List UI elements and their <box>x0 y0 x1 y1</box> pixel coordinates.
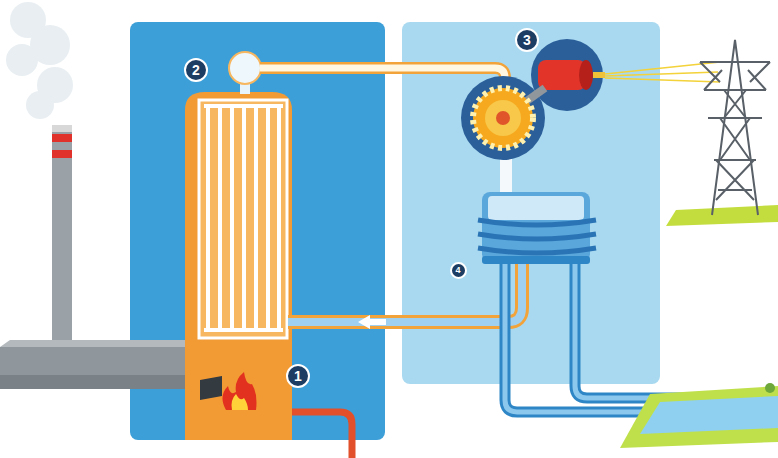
callout-text: 4 <box>455 266 460 275</box>
turbine-panel <box>402 22 660 384</box>
callout-text: 2 <box>192 63 200 77</box>
cooling-pipe-outline <box>505 262 690 412</box>
generator <box>531 39 720 111</box>
pylon-legs <box>712 40 758 215</box>
building-roof <box>0 340 210 347</box>
cooling-pipes <box>505 262 710 412</box>
boiler-tube <box>208 106 279 330</box>
chimney-stack <box>52 125 72 347</box>
callout-number: 2 <box>184 58 208 82</box>
boiler-header <box>204 106 283 330</box>
cooling-pipe-outline <box>575 262 710 398</box>
turbine <box>461 76 545 160</box>
smoke-puff <box>6 44 38 76</box>
coil <box>478 234 596 239</box>
chimney-stripe <box>52 134 72 142</box>
cooling-pipe <box>575 262 710 398</box>
river-bank <box>620 386 778 448</box>
turbine-housing <box>461 76 545 160</box>
callout-number: 4 <box>450 262 467 279</box>
callout-number: 1 <box>286 364 310 388</box>
bush <box>765 383 775 393</box>
building-front <box>0 347 200 389</box>
chimney <box>52 125 72 347</box>
turbine-hub <box>485 100 521 136</box>
flame-core <box>232 394 249 410</box>
boiler-shell <box>185 92 292 440</box>
coil <box>478 248 596 253</box>
return-pipe <box>288 262 522 322</box>
pylon-insulators <box>700 62 770 90</box>
callout-number: 3 <box>515 28 539 52</box>
condenser-coils <box>478 220 596 253</box>
building-base <box>0 375 200 389</box>
pylon-frame <box>700 40 770 215</box>
drum <box>229 52 261 84</box>
flow-arrow <box>358 315 386 329</box>
pylon-bracing <box>716 90 754 200</box>
turbine-rotor <box>473 88 533 148</box>
return-pipe-outline <box>288 262 522 322</box>
coil <box>478 220 596 225</box>
fuel-pipe <box>292 412 352 458</box>
generator-end <box>579 60 593 90</box>
building <box>0 340 210 389</box>
turbine-core <box>496 111 510 125</box>
condenser-steam <box>488 196 584 220</box>
callout-text: 1 <box>294 369 302 383</box>
pylon-ground <box>666 205 778 226</box>
steam-drum <box>229 52 261 94</box>
terminal <box>593 72 605 78</box>
callout-text: 3 <box>523 33 531 47</box>
smoke <box>6 2 73 119</box>
boiler-tubes <box>204 106 283 330</box>
condenser-base <box>482 256 590 264</box>
flame <box>222 372 256 410</box>
fuel-hopper <box>200 376 222 400</box>
boiler-tube-bank <box>199 100 287 338</box>
pylon-arms <box>700 62 770 190</box>
generator-rotor <box>538 60 586 90</box>
chimney-top <box>52 125 72 132</box>
chimney-stripe <box>52 150 72 158</box>
smoke-puff <box>26 91 54 119</box>
pylon <box>666 40 778 226</box>
boiler <box>185 92 292 440</box>
river-water <box>640 396 778 434</box>
cooling-pipe <box>505 262 690 412</box>
river <box>620 383 778 448</box>
generator-housing <box>531 39 603 111</box>
